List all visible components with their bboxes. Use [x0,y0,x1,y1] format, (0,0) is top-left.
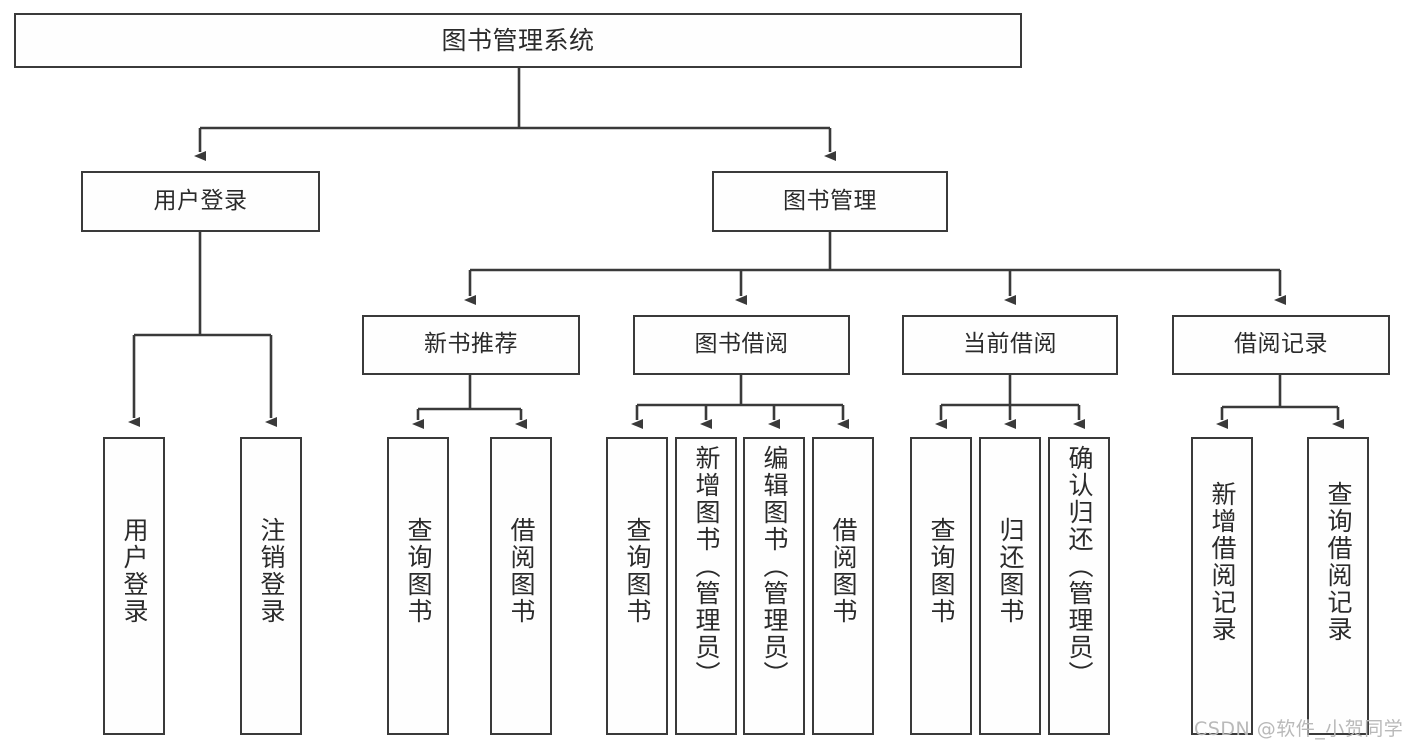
leaf-user-login-logout[interactable]: 注销登录 [240,437,302,735]
leaf-new-book-query-books[interactable]: 查询图书 [387,437,449,735]
node-label: 用户登录 [120,517,149,625]
node-label: 图书管理 [783,187,877,214]
node-borrow-record[interactable]: 借阅记录 [1172,315,1390,375]
node-label: 查询图书 [404,517,433,625]
node-label: 用户登录 [153,187,248,214]
node-label: 借阅记录 [1234,331,1328,358]
node-label: 图书借阅 [694,331,789,358]
node-new-book-recommendation[interactable]: 新书推荐 [362,315,580,375]
node-label: 查询借阅记录 [1324,481,1353,643]
leaf-current-borrow-query-books[interactable]: 查询图书 [910,437,972,735]
csdn-watermark: CSDN @软件_小贺同学 [1194,718,1404,740]
node-label: 图书管理系统 [441,25,595,55]
leaf-book-borrow-query-books[interactable]: 查询图书 [606,437,668,735]
node-label: 查询图书 [623,517,652,625]
leaf-book-borrow-add-book-admin[interactable]: 新增图书（管理员） [675,437,737,735]
node-label: 新书推荐 [424,331,518,358]
node-book-borrow[interactable]: 图书借阅 [633,315,850,375]
node-label: 归还图书 [996,517,1025,625]
leaf-current-borrow-confirm-return-admin[interactable]: 确认归还（管理员） [1048,437,1110,735]
leaf-current-borrow-return-books[interactable]: 归还图书 [979,437,1041,735]
node-current-borrow[interactable]: 当前借阅 [902,315,1118,375]
node-label: 确认归还（管理员） [1065,445,1094,688]
leaf-new-book-borrow-books[interactable]: 借阅图书 [490,437,552,735]
node-user-login[interactable]: 用户登录 [81,171,320,232]
node-label: 当前借阅 [963,331,1057,358]
leaf-book-borrow-edit-book-admin[interactable]: 编辑图书（管理员） [743,437,805,735]
leaf-book-borrow-borrow-books[interactable]: 借阅图书 [812,437,874,735]
node-book-management[interactable]: 图书管理 [712,171,948,232]
node-label: 借阅图书 [829,517,858,625]
node-label: 编辑图书（管理员） [760,445,789,688]
node-label: 新增借阅记录 [1208,481,1237,643]
node-root-book-management-system[interactable]: 图书管理系统 [14,13,1022,68]
leaf-user-login-login[interactable]: 用户登录 [103,437,165,735]
node-label: 新增图书（管理员） [692,445,721,688]
node-label: 查询图书 [927,517,956,625]
leaf-borrow-record-query-record[interactable]: 查询借阅记录 [1307,437,1369,735]
node-label: 注销登录 [257,517,286,625]
leaf-borrow-record-add-record[interactable]: 新增借阅记录 [1191,437,1253,735]
node-label: 借阅图书 [507,517,536,625]
